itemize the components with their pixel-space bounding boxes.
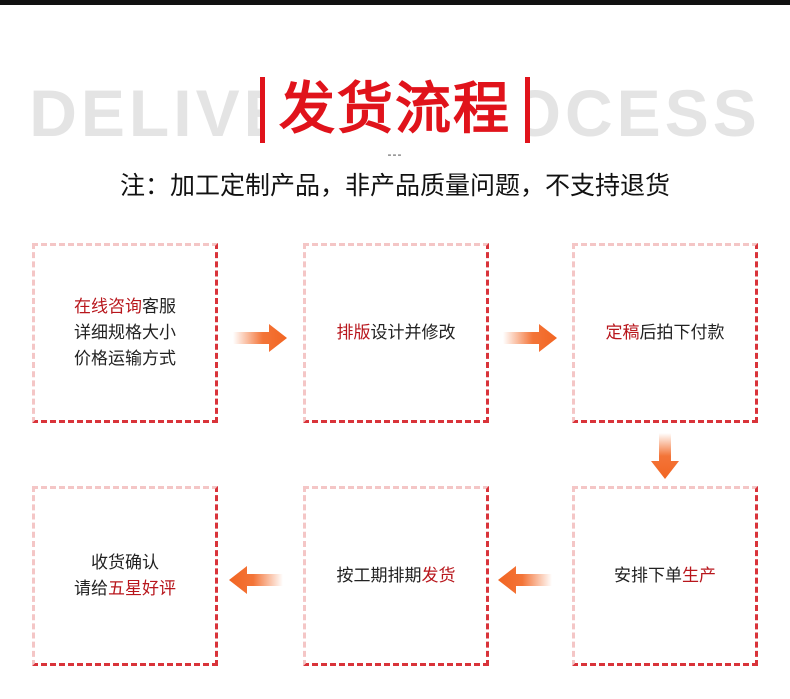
step-production: 安排下单生产 xyxy=(572,486,758,666)
step-label: 安排下单 xyxy=(614,566,682,586)
step-text: 排版设计并修改 xyxy=(337,320,456,346)
step-highlight: 排版 xyxy=(336,323,371,343)
step-line: 价格运输方式 xyxy=(74,349,176,369)
step-line: 按工期排期发货 xyxy=(337,563,456,589)
step-shipping: 按工期排期发货 xyxy=(303,486,489,666)
step-line: 安排下单生产 xyxy=(614,563,716,589)
step-label: 客服 xyxy=(142,297,176,317)
step-highlight: 生产 xyxy=(682,566,716,586)
arrow-icon xyxy=(503,324,557,352)
arrow-icon xyxy=(233,324,287,352)
step-layout: 排版设计并修改 xyxy=(303,243,489,423)
arrow-icon xyxy=(651,433,679,479)
title-bar-right xyxy=(525,77,530,143)
step-highlight: 五星好评 xyxy=(108,579,176,599)
step-label: 按工期排期 xyxy=(336,566,422,586)
arrow-icon xyxy=(229,566,283,594)
notice-text: 注：加工定制产品，非产品质量问题，不支持退货 xyxy=(119,171,670,200)
step-highlight: 发货 xyxy=(421,566,456,586)
step-text: 定稿后拍下付款 xyxy=(606,320,725,346)
step-line: 收货确认 xyxy=(91,553,159,573)
page-title: 发货流程 xyxy=(279,77,511,142)
title-box: 发货流程 xyxy=(265,70,525,150)
step-line: 详细规格大小 xyxy=(74,323,176,343)
step-label: 请给 xyxy=(74,579,108,599)
step-label: 设计并修改 xyxy=(370,323,456,343)
title-bar-left xyxy=(260,77,265,143)
step-consult: 在线咨询客服 详细规格大小 价格运输方式 xyxy=(32,243,218,423)
step-highlight: 在线咨询 xyxy=(74,297,142,317)
arrow-icon xyxy=(498,566,552,594)
step-text: 收货确认 请给五星好评 xyxy=(74,550,176,602)
step-text: 在线咨询客服 详细规格大小 价格运输方式 xyxy=(74,294,176,372)
step-finalize: 定稿后拍下付款 xyxy=(572,243,758,423)
step-review: 收货确认 请给五星好评 xyxy=(32,486,218,666)
step-highlight: 定稿 xyxy=(605,323,640,343)
title-group: 发货流程 xyxy=(0,70,790,150)
step-line: 请给五星好评 xyxy=(74,576,176,602)
step-line: 定稿后拍下付款 xyxy=(606,320,725,346)
top-bar xyxy=(0,0,790,5)
step-line: 排版设计并修改 xyxy=(337,320,456,346)
step-text: 按工期排期发货 xyxy=(337,563,456,589)
step-text: 安排下单生产 xyxy=(614,563,716,589)
step-label: 后拍下付款 xyxy=(639,323,725,343)
step-line: 在线咨询客服 xyxy=(74,294,176,320)
title-dashes: --- xyxy=(387,148,403,161)
